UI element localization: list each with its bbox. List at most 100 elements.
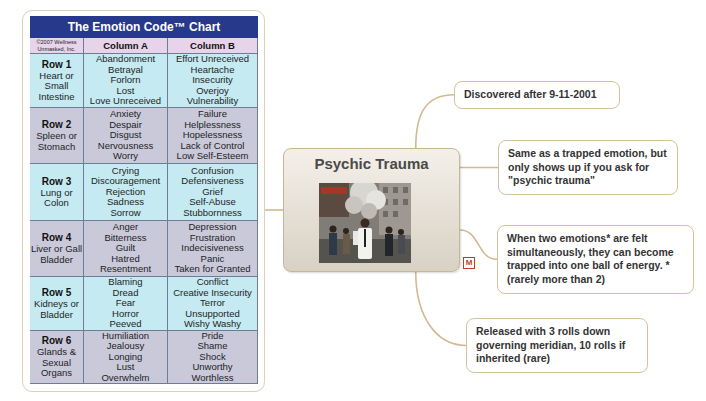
news-photo: [319, 183, 411, 263]
table-cell: AngerBitternessGuiltHatredResentment: [84, 221, 168, 277]
emotion-term: Resentment: [100, 264, 151, 274]
emotion-term: Vulnerability: [187, 96, 238, 106]
chart-title: The Emotion Code™ Chart: [68, 20, 221, 34]
emotion-term: Longing: [109, 352, 143, 362]
emotion-term: Rejection: [106, 187, 146, 197]
emotion-term: Shock: [199, 352, 225, 362]
table-cell: Row 2Spleen or Stomach: [30, 108, 84, 164]
branch-connector: [460, 167, 498, 169]
column-header: Column B: [190, 40, 235, 51]
emotion-term: Lack of Control: [181, 141, 245, 151]
emotion-term: Heartache: [191, 65, 235, 75]
branch-connector: [416, 95, 454, 148]
emotion-term: Confusion: [191, 166, 234, 176]
emotion-term: Despair: [109, 120, 142, 130]
emotion-term: Hopelessness: [183, 130, 243, 140]
emotion-term: Nervousness: [98, 141, 153, 151]
emotion-term: Effort Unreceived: [176, 54, 249, 64]
row-number: Row 5: [42, 287, 71, 299]
emotion-term: Self-Abuse: [189, 197, 235, 207]
emotion-term: Helplessness: [184, 120, 241, 130]
topic-text: Same as a trapped emotion, but only show…: [508, 147, 668, 188]
organ-name: Heart or Small Intestine: [30, 71, 83, 102]
table-cell: HumiliationJealousyLongingLustOverwhelm: [84, 331, 168, 384]
table-cell: Column B: [168, 38, 258, 54]
table-cell: Column A: [84, 38, 168, 54]
emotion-term: Abandonment: [96, 54, 155, 64]
emotion-term: Pride: [201, 331, 223, 341]
emotion-term: Failure: [198, 109, 227, 119]
emotion-term: Creative Insecurity: [173, 288, 252, 298]
organ-name: Kidneys or Bladder: [30, 299, 83, 320]
emotion-term: Betrayal: [108, 65, 143, 75]
emotion-term: Sadness: [107, 197, 144, 207]
emotion-term: Unworthy: [192, 362, 232, 372]
emotion-term: Shame: [197, 341, 227, 351]
table-cell: ConfusionDefensivenessGriefSelf-AbuseStu…: [168, 164, 258, 221]
emotion-term: Frustration: [190, 233, 235, 243]
organ-name: Liver or Gall Bladder: [30, 244, 83, 265]
table-cell: ConflictCreative InsecurityTerrorUnsuppo…: [168, 277, 258, 331]
emotion-term: Lost: [117, 86, 135, 96]
emotion-term: Bitterness: [104, 233, 146, 243]
emotion-term: Dread: [113, 288, 139, 298]
branch-connector: [460, 230, 497, 259]
topic-text: Released with 3 rolls down governing mer…: [476, 325, 638, 366]
emotion-term: Hatred: [111, 254, 140, 264]
emotion-term: Guilt: [116, 243, 136, 253]
copyright-note: ©2007 Wellness Unmasked, Inc.: [30, 39, 83, 51]
row-number: Row 2: [42, 119, 71, 131]
chart-title-bar: The Emotion Code™ Chart: [30, 16, 258, 38]
table-cell: Row 3Lung or Colon: [30, 164, 84, 221]
emotion-term: Forlorn: [110, 75, 140, 85]
marker-icon: M: [463, 257, 475, 269]
row-number: Row 3: [42, 176, 71, 188]
column-header: Column A: [103, 40, 148, 51]
emotion-term: Peeved: [109, 319, 141, 329]
table-cell: Row 5Kidneys or Bladder: [30, 277, 84, 331]
table-cell: PrideShameShockUnworthyWorthless: [168, 331, 258, 384]
emotion-term: Worry: [113, 151, 138, 161]
emotion-term: Taken for Granted: [174, 264, 250, 274]
organ-name: Lung or Colon: [30, 188, 83, 209]
emotion-term: Discouragement: [91, 176, 160, 186]
emotion-term: Overwhelm: [101, 373, 149, 383]
emotion-term: Horror: [112, 309, 139, 319]
topic-title: Psychic Trauma: [284, 149, 459, 172]
table-cell: AnxietyDespairDisgustNervousnessWorry: [84, 108, 168, 164]
table-cell: FailureHelplessnessHopelessnessLack of C…: [168, 108, 258, 164]
branch-connector: [416, 272, 466, 345]
emotion-term: Lust: [117, 362, 135, 372]
central-topic: Psychic Trauma: [283, 148, 460, 272]
table-cell: CryingDiscouragementRejectionSadnessSorr…: [84, 164, 168, 221]
table-cell: Effort UnreceivedHeartacheInsecurityOver…: [168, 54, 258, 108]
row-number: Row 6: [42, 335, 71, 347]
emotion-term: Anger: [113, 222, 138, 232]
emotion-term: Panic: [201, 254, 225, 264]
emotion-term: Blaming: [108, 277, 142, 287]
table-cell: Row 4Liver or Gall Bladder: [30, 221, 84, 277]
emotion-term: Overjoy: [196, 86, 229, 96]
emotion-term: Defensiveness: [181, 176, 243, 186]
branch-connector: [265, 209, 283, 211]
emotion-term: Grief: [202, 187, 223, 197]
emotion-term: Indecisiveness: [181, 243, 243, 253]
table-cell: Row 1Heart or Small Intestine: [30, 54, 84, 108]
emotion-term: Fear: [116, 298, 136, 308]
table-cell: BlamingDreadFearHorrorPeeved: [84, 277, 168, 331]
row-number: Row 4: [42, 232, 71, 244]
row-number: Row 1: [42, 59, 71, 71]
emotion-term: Crying: [112, 166, 139, 176]
topic-text: Discovered after 9-11-2001: [464, 88, 610, 102]
organ-name: Spleen or Stomach: [30, 131, 83, 152]
emotion-term: Humiliation: [102, 331, 149, 341]
topic-text: When two emotions* are felt simultaneous…: [507, 232, 684, 287]
emotion-term: Low Self-Esteem: [177, 151, 249, 161]
emotion-term: Insecurity: [192, 75, 233, 85]
emotion-term: Terror: [200, 298, 225, 308]
emotion-term: Anxiety: [110, 109, 141, 119]
table-cell: DepressionFrustrationIndecisivenessPanic…: [168, 221, 258, 277]
table-cell: AbandonmentBetrayalForlornLostLove Unrec…: [84, 54, 168, 108]
emotion-term: Sorrow: [110, 208, 140, 218]
